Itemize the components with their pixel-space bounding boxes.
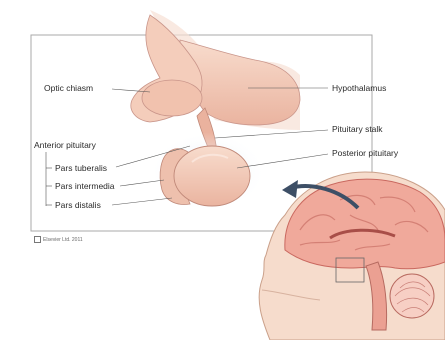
label-pars-distalis: Pars distalis (55, 200, 101, 210)
credit-box-icon (34, 236, 41, 243)
optic-chiasm-shape (142, 80, 202, 116)
label-posterior-pituitary: Posterior pituitary (332, 148, 398, 158)
label-optic-chiasm: Optic chiasm (44, 83, 93, 93)
label-anterior-pituitary: Anterior pituitary (34, 140, 96, 150)
label-pituitary-stalk: Pituitary stalk (332, 124, 383, 134)
cerebellum (390, 274, 434, 318)
credit-line: Elsevier Ltd. 2011 (34, 236, 83, 243)
credit-text: Elsevier Ltd. 2011 (43, 237, 83, 243)
label-pars-tuberalis: Pars tuberalis (55, 163, 107, 173)
label-pars-intermedia: Pars intermedia (55, 181, 115, 191)
label-hypothalamus: Hypothalamus (332, 83, 386, 93)
